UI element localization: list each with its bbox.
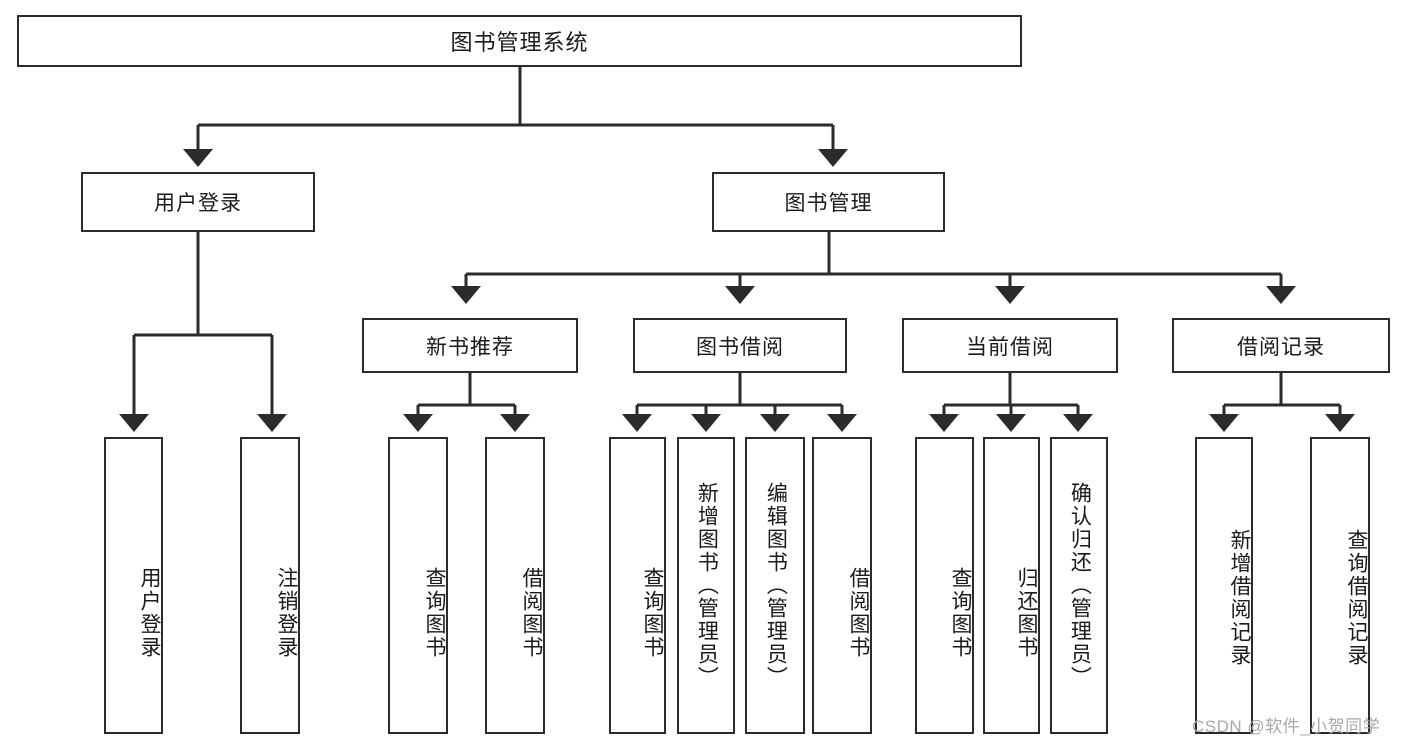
leaf-current-confirm-return-admin[interactable]: 确认归还（管理员） [1050,437,1108,734]
node-new-book-recommend[interactable]: 新书推荐 [362,318,578,373]
leaf-current-return-book[interactable]: 归还图书 [983,437,1040,734]
leaf-record-query-borrow-record[interactable]: 查询借阅记录 [1310,437,1370,734]
leaf-user-login-logout[interactable]: 注销登录 [240,437,300,734]
leaf-borrow-edit-book-admin[interactable]: 编辑图书（管理员） [745,437,805,734]
leaf-current-query-book[interactable]: 查询图书 [915,437,974,734]
node-root-system[interactable]: 图书管理系统 [17,15,1022,67]
leaf-borrow-borrow-book[interactable]: 借阅图书 [812,437,872,734]
leaf-user-login-signin[interactable]: 用户登录 [104,437,163,734]
leaf-new-book-borrow[interactable]: 借阅图书 [485,437,545,734]
leaf-borrow-add-book-admin[interactable]: 新增图书（管理员） [677,437,735,734]
node-book-management[interactable]: 图书管理 [712,172,945,232]
csdn-watermark: CSDN @软件_小贺同学 [1192,717,1381,736]
node-current-borrow[interactable]: 当前借阅 [902,318,1118,373]
node-borrow-record[interactable]: 借阅记录 [1172,318,1390,373]
node-user-login[interactable]: 用户登录 [81,172,315,232]
node-book-borrow[interactable]: 图书借阅 [633,318,847,373]
leaf-record-add-borrow-record[interactable]: 新增借阅记录 [1195,437,1253,734]
leaf-borrow-query-book[interactable]: 查询图书 [609,437,666,734]
leaf-new-book-query[interactable]: 查询图书 [388,437,448,734]
